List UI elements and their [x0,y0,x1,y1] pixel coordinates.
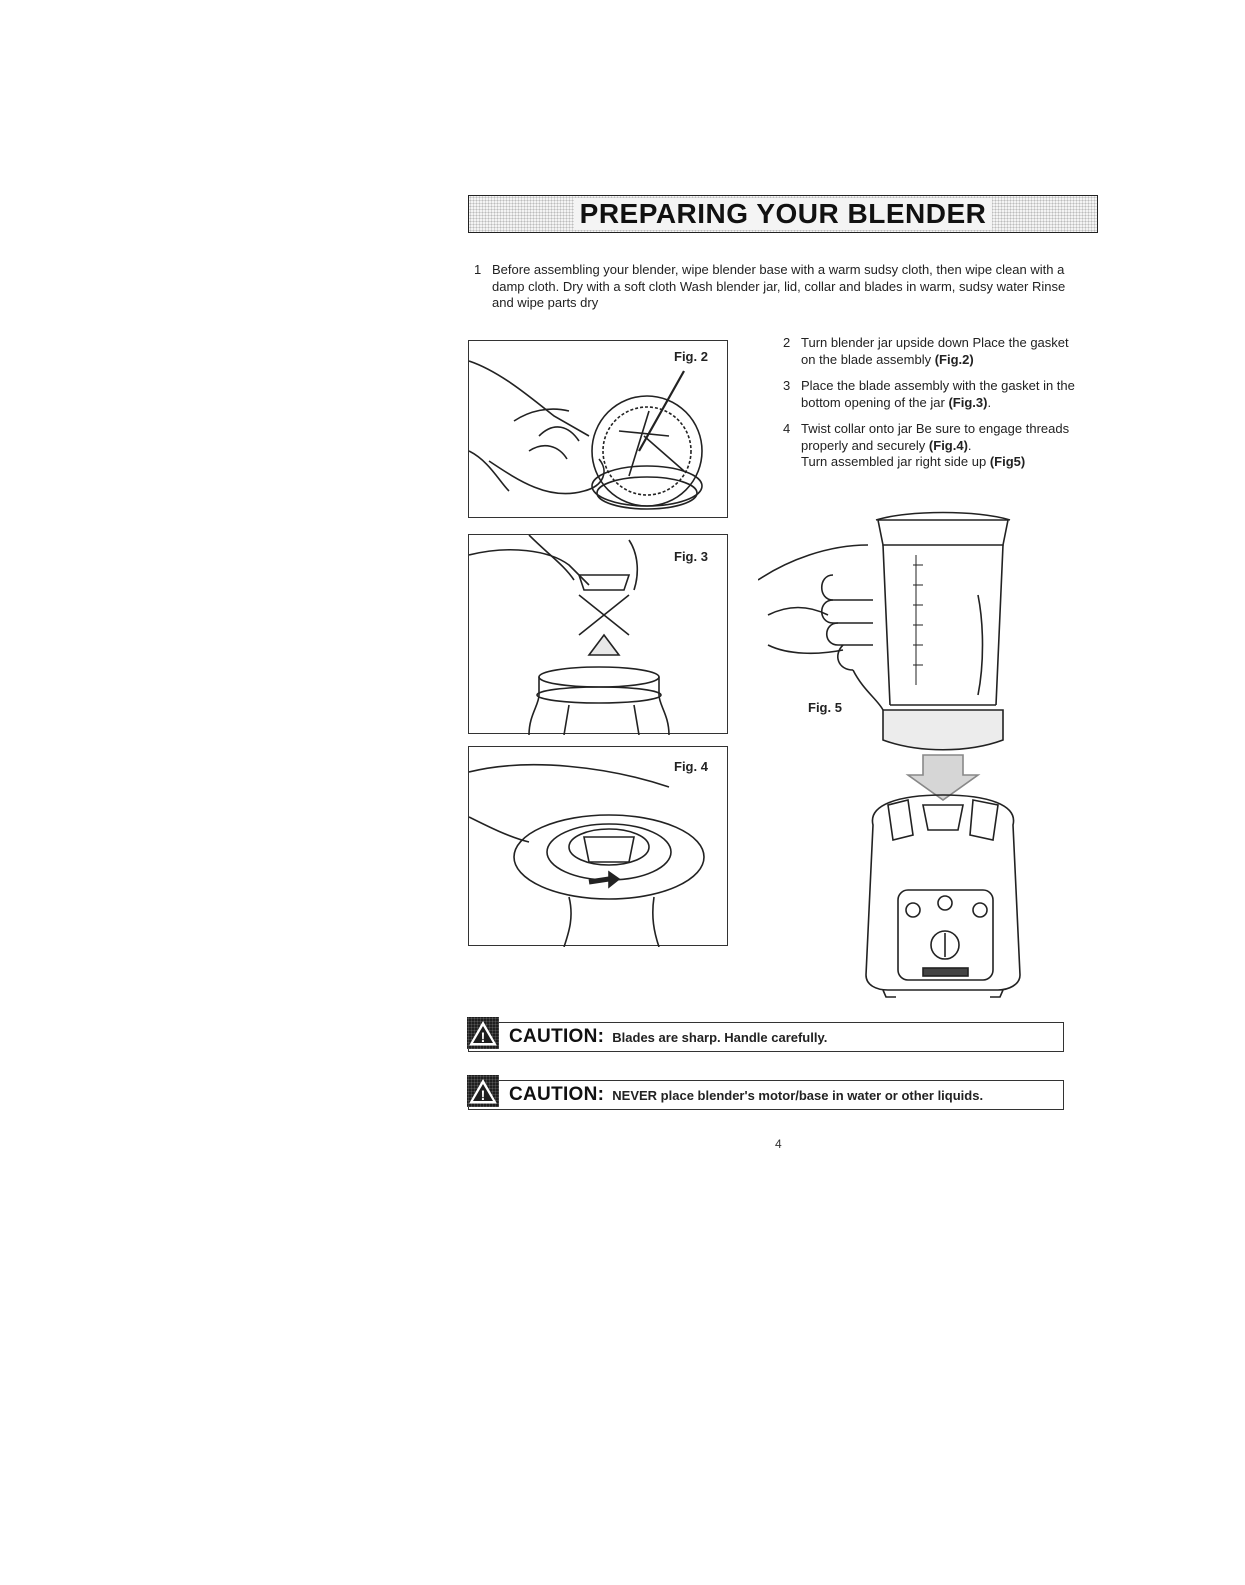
page-title: PREPARING YOUR BLENDER [573,198,993,230]
caution-label: CAUTION: [509,1026,605,1047]
figure-3: Fig. 3 [468,534,728,735]
svg-text:!: ! [481,1087,486,1103]
fig-2-label: Fig. 2 [674,349,708,364]
fig-4-label: Fig. 4 [674,759,708,774]
caution-blades: ! CAUTION: Blades are sharp. Handle care… [467,1017,1064,1052]
step-1: 1 Before assembling your blender, wipe b… [474,262,1074,312]
section-banner: PREPARING YOUR BLENDER [468,195,1098,233]
svg-text:!: ! [481,1029,486,1045]
step-number: 2 [783,335,791,350]
figure-4: Fig. 4 [468,746,728,947]
fig-4-illustration [469,763,705,947]
caution-text: Blades are sharp. Handle carefully. [612,1029,828,1045]
figure-reference: (Fig5) [989,454,1026,469]
step-4-continued: Turn assembled jar right side up (Fig5) [783,454,1083,471]
assembly-steps: 2 Turn blender jar upside down Place the… [783,335,1083,481]
step-tail: . [987,394,992,410]
figure-reference: (Fig.4) [928,437,968,453]
step-4: 4 Twist collar onto jar Be sure to engag… [783,421,1083,454]
step-text: Before assembling your blender, wipe ble… [492,262,1066,310]
caution-label: CAUTION: [509,1084,605,1105]
fig-2-illustration [469,360,703,510]
caution-text: NEVER place blender's motor/base in wate… [612,1087,984,1103]
fig-3-illustration [469,535,670,735]
step-2: 2 Turn blender jar upside down Place the… [783,335,1083,368]
step-text: Place the blade assembly with the gasket… [801,378,1075,410]
fig-5-label: Fig. 5 [808,700,842,715]
warning-triangle-icon: ! [467,1017,499,1049]
figure-2: Fig. 2 [468,340,728,518]
step-text: Turn assembled jar right side up [801,454,987,469]
step-text: Twist collar onto jar Be sure to engage … [801,421,1070,453]
page-number: 4 [775,1137,782,1151]
figure-reference: (Fig.3) [948,394,988,410]
fig-3-label: Fig. 3 [674,549,708,564]
step-3: 3 Place the blade assembly with the gask… [783,378,1083,411]
fig-5-illustration [758,511,1021,998]
figure-reference: (Fig.2) [934,351,974,367]
warning-triangle-icon: ! [467,1075,499,1107]
step-text: Turn blender jar upside down Place the g… [801,335,1069,367]
caution-water: ! CAUTION: NEVER place blender's motor/b… [467,1075,1064,1110]
step-number: 1 [474,262,482,277]
step-tail: . [967,437,972,453]
step-number: 3 [783,378,791,393]
step-number: 4 [783,421,791,436]
